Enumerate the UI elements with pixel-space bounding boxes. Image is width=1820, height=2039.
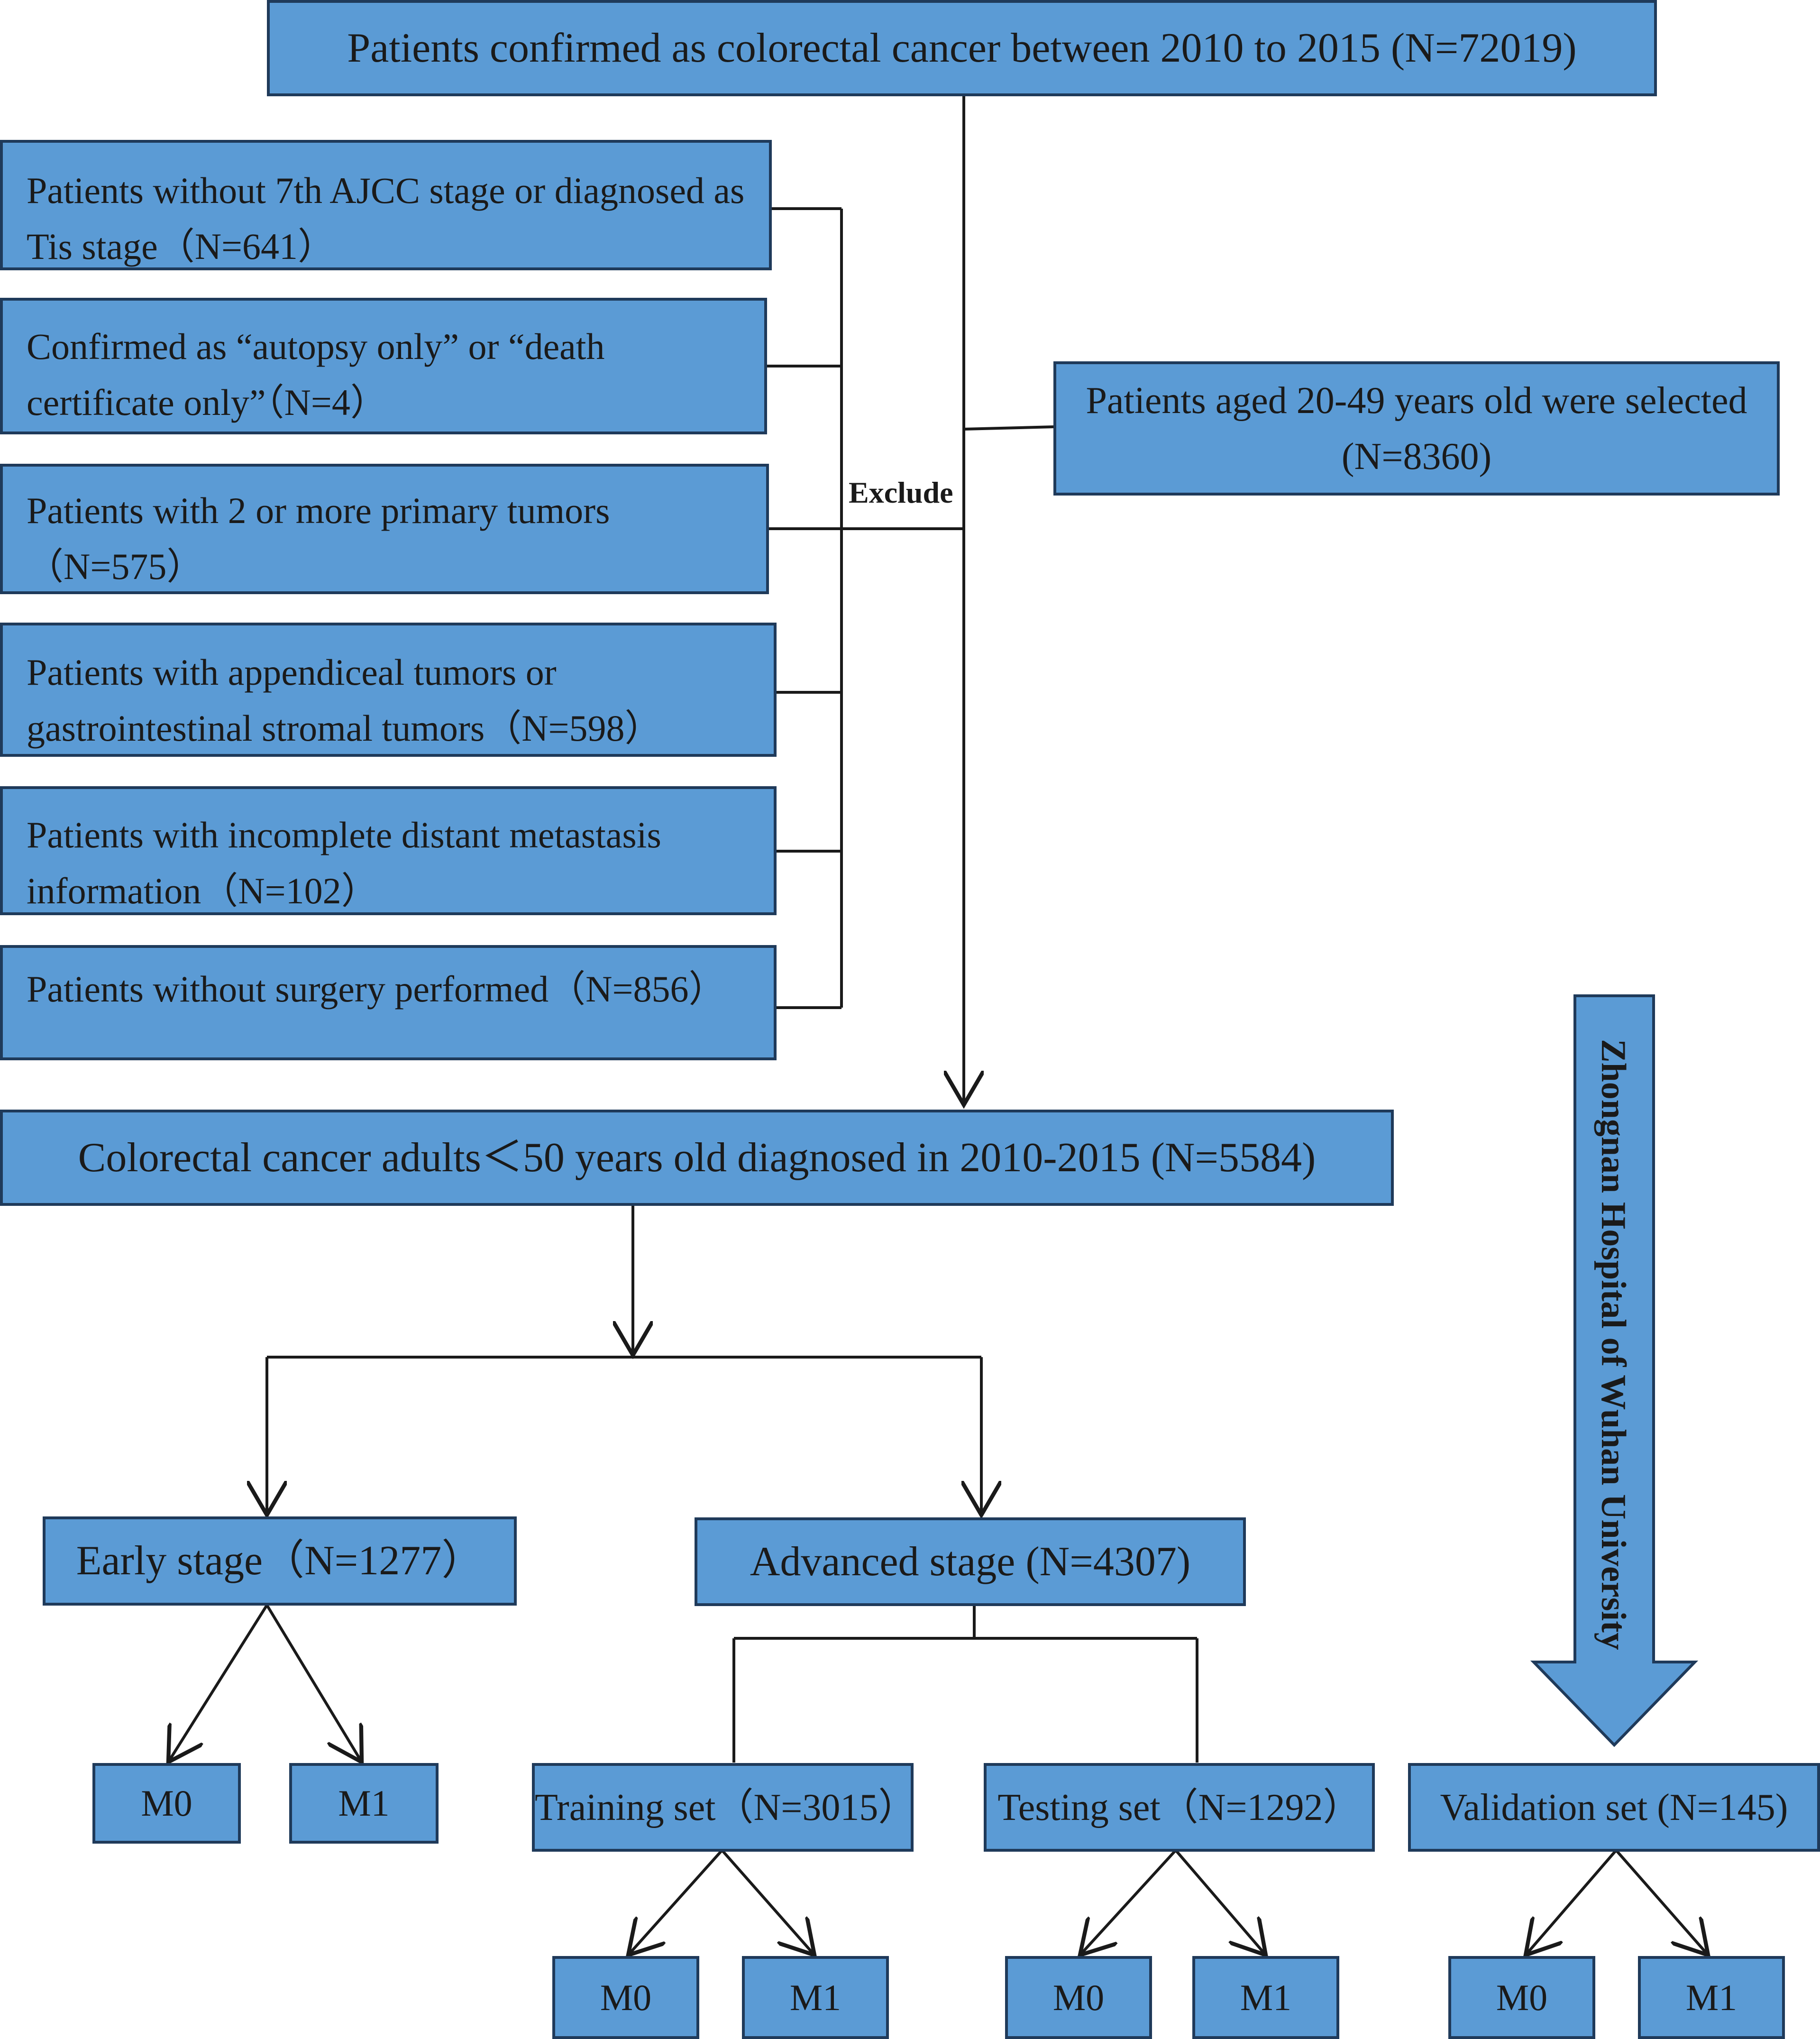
testing-set-label: Testing set（N=1292） — [997, 1786, 1361, 1828]
training-set-label: Training set（N=3015） — [535, 1786, 916, 1828]
validation-m1-box: M1 — [1638, 1956, 1785, 2039]
training-m1-label: M1 — [789, 1976, 841, 2018]
training-set-box: Training set（N=3015） — [532, 1763, 916, 1852]
testing-m1-arrow — [1174, 1849, 1266, 1955]
testing-m0-arrow — [1080, 1849, 1177, 1955]
early-m0-label: M0 — [141, 1782, 192, 1824]
early-stage-box: Early stage（N=1277） — [43, 1516, 517, 1606]
exclusion-box-6: Patients without surgery performed（N=856… — [0, 945, 777, 1060]
exclusion-box-3: Patients with 2 or more primary tumors （… — [0, 464, 769, 594]
early-stage-label: Early stage（N=1277） — [76, 1538, 484, 1584]
training-m1-arrow — [721, 1849, 814, 1955]
early-m1-arrow — [265, 1604, 362, 1762]
testing-m0-box: M0 — [1005, 1956, 1152, 2039]
exclusion-label-6: Patients without surgery performed（N=856… — [27, 968, 726, 1010]
validation-m0-box: M0 — [1448, 1956, 1595, 2039]
training-m1-box: M1 — [742, 1956, 889, 2039]
exclusion-box-5: Patients with incomplete distant metasta… — [0, 786, 777, 915]
validation-m0-arrow — [1526, 1849, 1618, 1955]
all-patients-box: Patients confirmed as colorectal cancer … — [267, 0, 1657, 96]
validation-m0-label: M0 — [1496, 1976, 1548, 2018]
age-selection-box: Patients aged 20-49 years old were selec… — [1053, 361, 1780, 496]
testing-m1-label: M1 — [1240, 1976, 1292, 2018]
age-selection-label: Patients aged 20-49 years old were selec… — [1086, 379, 1747, 478]
exclusion-label-5: Patients with incomplete distant metasta… — [27, 814, 661, 911]
training-m0-label: M0 — [600, 1976, 652, 2018]
exclude-label: Exclude — [849, 476, 953, 509]
training-m0-box: M0 — [552, 1956, 699, 2039]
validation-set-label: Validation set (N=145) — [1440, 1786, 1788, 1828]
validation-m1-label: M1 — [1685, 1976, 1738, 2018]
selection-connector — [963, 425, 1055, 431]
cohort-label: Colorectal cancer adults＜50 years old di… — [78, 1134, 1316, 1181]
early-m1-label: M1 — [338, 1782, 390, 1824]
testing-set-box: Testing set（N=1292） — [984, 1763, 1375, 1852]
exclusion-box-1: Patients without 7th AJCC stage or diagn… — [0, 140, 772, 270]
all-patients-label: Patients confirmed as colorectal cancer … — [347, 25, 1577, 71]
exclusion-box-2: Confirmed as “autopsy only” or “death ce… — [0, 298, 767, 434]
cohort-box: Colorectal cancer adults＜50 years old di… — [0, 1110, 1394, 1206]
exclusion-label-4: Patients with appendiceal tumors or gast… — [27, 652, 662, 749]
training-m0-arrow — [628, 1849, 723, 1955]
exclusion-label-3: Patients with 2 or more primary tumors （… — [27, 490, 610, 587]
exclusion-box-4: Patients with appendiceal tumors or gast… — [0, 623, 777, 757]
testing-m0-label: M0 — [1052, 1976, 1105, 2018]
early-m0-box: M0 — [92, 1763, 241, 1844]
advanced-split — [732, 1605, 1198, 1763]
early-m0-arrow — [168, 1604, 268, 1762]
advanced-stage-label: Advanced stage (N=4307) — [750, 1538, 1191, 1585]
exclusion-label-1: Patients without 7th AJCC stage or diagn… — [27, 170, 745, 267]
testing-m1-box: M1 — [1192, 1956, 1339, 2039]
external-validation-arrow — [1530, 994, 1699, 1747]
early-m1-box: M1 — [289, 1763, 439, 1844]
validation-set-box: Validation set (N=145) — [1408, 1763, 1820, 1852]
validation-m1-arrow — [1615, 1849, 1708, 1955]
advanced-stage-box: Advanced stage (N=4307) — [695, 1517, 1246, 1606]
exclusion-label-2: Confirmed as “autopsy only” or “death ce… — [27, 326, 605, 423]
